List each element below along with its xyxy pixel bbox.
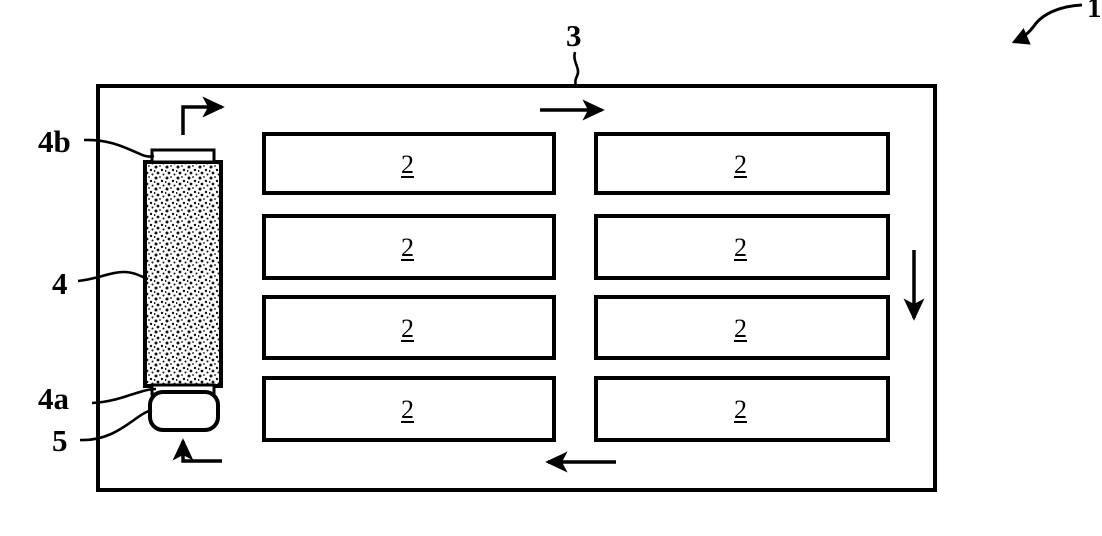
- chamber-box-label: 2: [401, 150, 414, 179]
- stippled-column-4: [143, 160, 223, 388]
- arrow-elbow-up-right: [181, 96, 225, 135]
- chamber-box: [594, 214, 890, 280]
- ref-label-4b: 4b: [38, 124, 71, 159]
- rounded-unit-5: [148, 390, 220, 432]
- cap-bar-4b: [150, 148, 216, 164]
- chamber-box-label: 2: [401, 314, 414, 343]
- chamber-box-label: 2: [401, 395, 414, 424]
- outer-enclosure-3: [96, 84, 937, 492]
- leader-line-4b: [83, 138, 155, 158]
- chamber-box-label: 2: [734, 150, 747, 179]
- leader-line-4a: [91, 387, 157, 405]
- arrow-callout-1: [1011, 3, 1083, 45]
- ref-label-5: 5: [52, 423, 68, 458]
- chamber-box: [262, 295, 556, 360]
- chamber-box: [262, 214, 556, 280]
- chamber-box-label: 2: [401, 233, 414, 262]
- chamber-box: [262, 132, 556, 195]
- arrow-elbow-left-up: [172, 438, 222, 463]
- chamber-box-label: 2: [734, 233, 747, 262]
- chamber-box: [594, 376, 890, 442]
- chamber-box: [594, 132, 890, 195]
- chamber-box-label: 2: [734, 314, 747, 343]
- leader-line-5: [79, 408, 153, 442]
- ref-label-1: 1: [1087, 0, 1102, 24]
- leader-line-3: [573, 51, 580, 89]
- ref-label-3: 3: [566, 18, 582, 53]
- ref-label-4: 4: [52, 266, 68, 301]
- leader-line-4: [77, 270, 149, 283]
- chamber-box-label: 2: [734, 395, 747, 424]
- chamber-box: [262, 376, 556, 442]
- ref-label-4a: 4a: [38, 381, 69, 416]
- chamber-box: [594, 295, 890, 360]
